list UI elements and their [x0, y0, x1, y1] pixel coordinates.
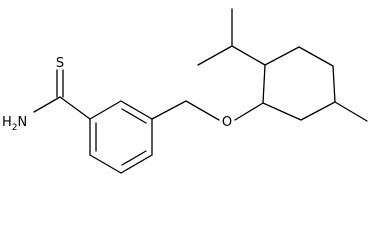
bond-ring2-isopropyl: [231, 45, 266, 66]
bond-ring-ch2: [151, 100, 187, 120]
bonds: [33, 8, 368, 174]
sulfur-atom-label: S: [56, 56, 64, 71]
amine-suffix: N: [18, 115, 28, 130]
bond-ring1-bc: [120, 100, 153, 120]
bond-ring1-inner-2: [121, 150, 147, 166]
bond-o-ring2: [234, 102, 264, 121]
amine-prefix: H: [2, 115, 12, 130]
structure-diagram: S H2N O: [2, 8, 368, 174]
bond-ring2-bc: [264, 46, 300, 66]
atom-labels: S H2N O: [2, 56, 232, 133]
bond-c-ring: [59, 96, 91, 120]
amine-atom-label: H2N: [2, 115, 27, 133]
amine-subscript: 2: [12, 123, 18, 133]
bond-ch2-o: [185, 100, 220, 121]
bond-isopropyl-me1: [197, 45, 233, 66]
bond-ring2-de: [332, 65, 336, 103]
bond-methyl: [334, 101, 368, 122]
bond-ring2-cd: [298, 46, 334, 67]
bond-ring1-inner-1: [121, 108, 147, 124]
bond-ring1-ab: [89, 100, 122, 120]
oxygen-atom-label: O: [222, 115, 232, 130]
bond-ring1-de: [120, 154, 153, 174]
bond-c-n: [33, 96, 61, 113]
bond-ring2-ef: [300, 101, 336, 121]
bond-ring2-ab: [262, 64, 266, 104]
bond-ring2-fa: [262, 102, 302, 121]
bond-ring1-ef: [89, 154, 122, 174]
